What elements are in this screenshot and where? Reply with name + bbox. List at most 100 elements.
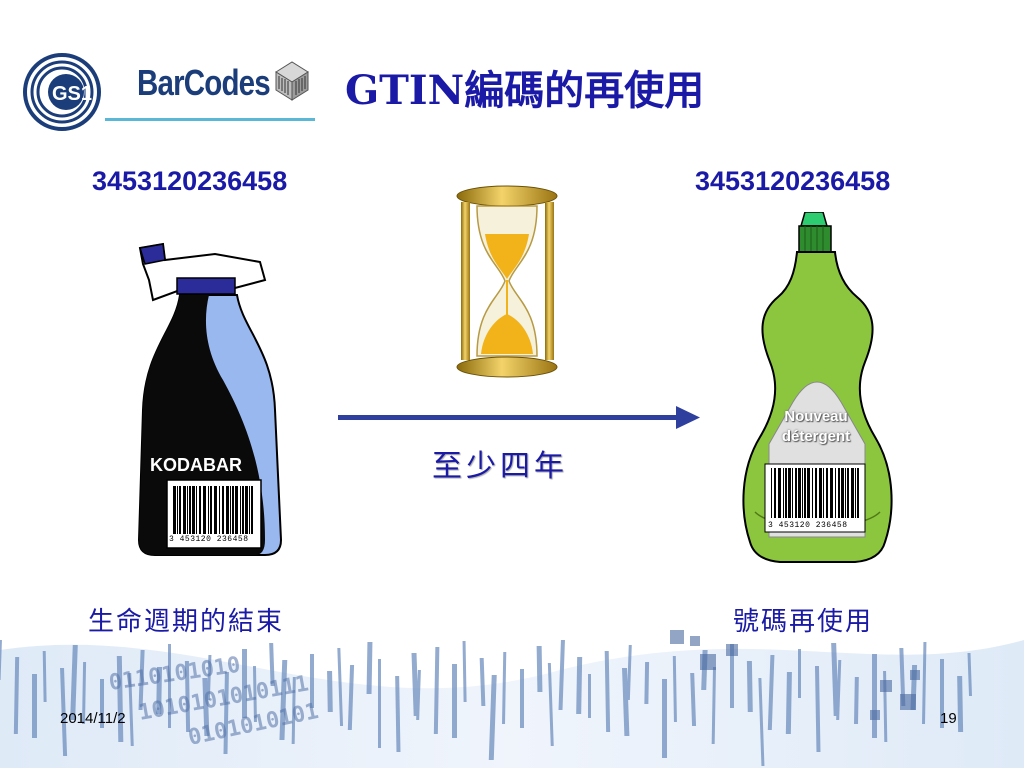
banner-bar <box>252 666 257 722</box>
barcode-bar <box>187 486 188 534</box>
barcode-bar <box>778 468 781 518</box>
barcode-bar <box>788 468 791 518</box>
barcode-bar <box>851 468 854 518</box>
barcode-bar <box>835 468 836 518</box>
banner-bar <box>798 649 801 698</box>
banner-bar <box>433 647 440 734</box>
label-line-1: Nouveau <box>784 408 848 425</box>
kodabar-brand-label: KODABAR <box>150 455 242 475</box>
barcode-bar <box>812 468 813 518</box>
gs1-logo: GS1 <box>23 53 101 131</box>
banner-bar <box>785 672 792 734</box>
banner-bar <box>13 657 20 734</box>
banner-bar <box>291 677 296 744</box>
barcode-banner-decoration: 0110101010 1010101010111 0101010101 <box>0 630 1024 768</box>
barcodes-logo-text: BarCodes <box>137 62 271 103</box>
barcode-bar <box>240 486 241 534</box>
detergent-bottle-image <box>742 212 893 563</box>
barcode-bar <box>771 468 772 518</box>
barcode-bar <box>802 468 803 518</box>
barcode-bar <box>798 468 801 518</box>
banner-bar <box>128 673 134 746</box>
banner-bar <box>347 665 355 730</box>
spray-bottle-image <box>137 242 283 556</box>
barcode-bar <box>214 486 217 534</box>
banner-bar <box>0 640 2 680</box>
barcode-bar <box>819 468 822 518</box>
banner-bar <box>604 651 611 732</box>
banner-bar <box>452 664 457 738</box>
barcode-bar <box>210 486 212 534</box>
caption-end-of-life: 生命週期的結束 <box>88 607 285 637</box>
banner-bar <box>60 668 68 756</box>
barcode-bar <box>807 468 810 518</box>
barcode-bar <box>841 468 844 518</box>
banner-bar <box>690 673 697 726</box>
banner-bar <box>32 674 37 738</box>
page-number: 19 <box>940 710 957 727</box>
banner-bar <box>502 652 507 724</box>
banner-bar <box>576 657 583 714</box>
barcode-bar <box>855 468 856 518</box>
gtin-number-left: 3453120236458 <box>92 166 288 196</box>
banner-bar <box>269 643 275 686</box>
banner-bar <box>42 651 47 702</box>
banner-bar <box>520 669 524 728</box>
banner-bar <box>967 653 973 696</box>
barcode-bar <box>203 486 206 534</box>
banner-bar <box>957 676 964 732</box>
banner-bar <box>588 674 591 718</box>
barcode-digits-right: 3 453120 236458 <box>768 521 848 530</box>
barcode-bar <box>208 486 209 534</box>
banner-bar <box>310 654 314 708</box>
banner-bar <box>116 656 124 742</box>
banner-bar <box>366 642 373 694</box>
barcode-bar <box>823 468 824 518</box>
barcode-digits-left: 3 453120 236458 <box>169 535 249 544</box>
label-line-2: détergent <box>781 428 851 445</box>
barcode-cube-icon <box>275 61 309 101</box>
barcode-bar <box>857 468 859 518</box>
barcode-bar <box>774 468 776 518</box>
logo-underline <box>105 118 315 121</box>
barcode-bar <box>826 468 828 518</box>
banner-bar <box>242 649 247 718</box>
barcode-bar <box>230 486 231 534</box>
barcode-bar <box>242 486 244 534</box>
caption-number-reuse: 號碼再使用 <box>733 607 874 637</box>
barcode-bar <box>815 468 817 518</box>
barcode-bar <box>199 486 201 534</box>
gtin-number-right: 3453120236458 <box>695 166 891 196</box>
banner-bar <box>814 666 821 752</box>
barcode-bar <box>785 468 787 518</box>
banner-bar <box>899 648 906 706</box>
banner-bar <box>156 667 163 714</box>
barcode-bar <box>783 468 784 518</box>
banner-bar <box>223 672 229 754</box>
duration-label: 至少四年 <box>432 449 568 484</box>
banner-bar <box>626 645 632 700</box>
barcode-bar <box>847 468 849 518</box>
barcode-bar <box>245 486 248 534</box>
banner-bar <box>138 650 145 710</box>
barcode-bar <box>838 468 840 518</box>
banner-bar <box>327 671 333 712</box>
footer-date: 2014/11/2 <box>60 710 126 727</box>
barcode-bar <box>845 468 846 518</box>
banner-bar <box>206 655 212 700</box>
banner-bar <box>767 655 775 730</box>
banner-bar <box>100 679 104 728</box>
banner-bar <box>395 676 401 752</box>
banner-bar <box>758 678 765 766</box>
banner-bar <box>922 642 927 724</box>
nouveau-detergent-label: Nouveau détergent <box>770 407 862 447</box>
barcode-bar <box>192 486 195 534</box>
banner-bar <box>672 656 677 722</box>
barcode-bar <box>249 486 250 534</box>
arrow-right-icon <box>338 406 700 429</box>
banner-bar <box>940 659 944 728</box>
banner-bar <box>831 643 839 716</box>
barcode-bar <box>196 486 197 534</box>
banner-bar <box>558 640 565 710</box>
banner-bar <box>279 660 288 740</box>
